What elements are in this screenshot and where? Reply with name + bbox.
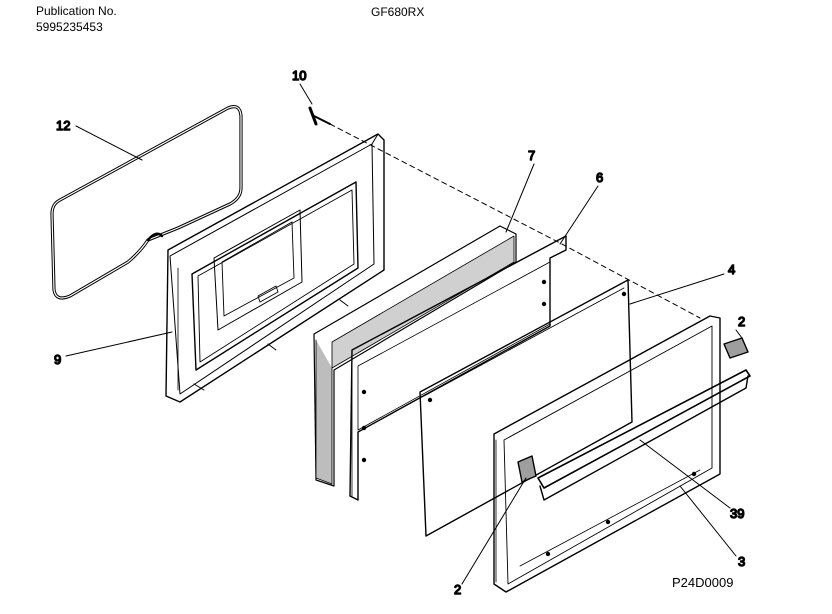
door-inner-panel (349, 235, 567, 501)
publication-number: 5995235453 (36, 20, 103, 34)
publication-label: Publication No. (36, 4, 117, 18)
callout-handle: 39 (730, 506, 744, 521)
figure-code: P24D0009 (672, 575, 734, 590)
callout-outer-frame: 3 (738, 554, 745, 569)
leader-lines (65, 83, 743, 585)
hinge-bracket-right (723, 337, 749, 359)
callout-inner-door-liner: 9 (54, 352, 61, 367)
callout-hinge-right: 2 (738, 314, 745, 329)
screw (308, 106, 331, 126)
inner-door-liner (165, 133, 385, 403)
hinge-bracket-bottom (517, 455, 537, 483)
door-gasket (50, 105, 243, 300)
callout-gasket: 12 (56, 118, 70, 133)
insulation-batt (313, 225, 517, 487)
model-number: GF680RX (371, 5, 425, 19)
glass-panel (419, 279, 633, 537)
callout-door-panel: 6 (596, 170, 603, 185)
callout-insulation: 7 (528, 148, 535, 163)
door-handle (537, 369, 751, 501)
callout-hinge-bottom: 2 (454, 582, 461, 597)
callout-screw: 10 (292, 68, 306, 83)
alignment-dashed-line (329, 123, 701, 319)
callout-glass: 4 (728, 262, 735, 277)
outer-door-frame (493, 315, 721, 593)
